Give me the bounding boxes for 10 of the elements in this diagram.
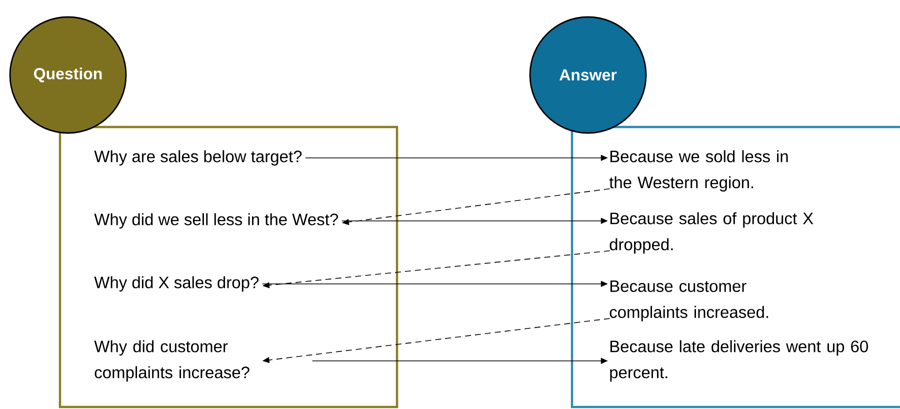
question-text: Why are sales below target?	[94, 150, 302, 166]
answer-text: Because customer complaints increased.	[610, 280, 768, 322]
answer-text: Because late deliveries went up 60 percent.	[610, 340, 868, 382]
answer-text: Because sales of product X dropped.	[610, 212, 814, 254]
question-panel	[58, 126, 398, 408]
question-text: Why did customer complaints increase?	[94, 340, 250, 382]
answer-text: Because we sold less in the Western region.	[609, 150, 788, 192]
question-text: Why did we sell less in the West?	[94, 213, 338, 229]
question-text: Why did X sales drop?	[94, 276, 259, 292]
answer-panel	[570, 126, 900, 408]
